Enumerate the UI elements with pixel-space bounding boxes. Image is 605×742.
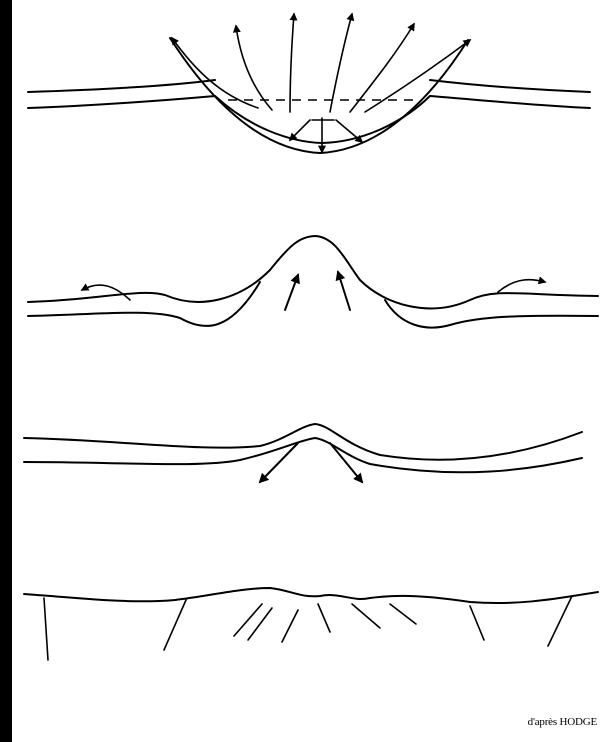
fault-line-5 [282, 610, 298, 642]
arrow-down-left [290, 120, 310, 140]
stage-1-upper-layer-right [430, 80, 590, 92]
arrow-outward-4 [330, 14, 352, 112]
stage-1-basin [28, 14, 590, 153]
arrow-outward-6 [365, 40, 470, 112]
fault-line-10 [548, 596, 572, 646]
arrow-outward-5 [350, 24, 414, 112]
fault-line-7 [352, 604, 380, 628]
fault-line-4 [248, 608, 272, 640]
fault-line-1 [44, 598, 48, 660]
stage-1-lower-layer-right [430, 96, 590, 108]
fault-line-9 [470, 606, 484, 640]
stage-2-dome [28, 236, 598, 328]
fault-line-6 [318, 604, 330, 632]
stage-1-arrows [172, 14, 470, 152]
fault-line-2 [164, 600, 186, 650]
fault-line-3 [234, 604, 262, 636]
fault-line-8 [390, 604, 416, 624]
stage-3-arch [24, 424, 582, 482]
stage-2-lower-right [385, 300, 598, 328]
source-credit: d'après HODGE [528, 716, 597, 728]
arrow-lateral-right [498, 280, 545, 292]
stage-2-lower-left [28, 282, 260, 326]
arrow-down-diverge-right [330, 443, 362, 482]
arrow-up-right [338, 272, 350, 310]
stage-1-upper-layer-left [28, 80, 215, 92]
stage-4-faulted [24, 588, 598, 660]
stage-1-lower-layer-left [28, 96, 215, 108]
arrow-up-left [285, 275, 298, 310]
arrow-outward-2 [236, 26, 272, 110]
arrow-outward-3 [290, 14, 294, 112]
stage-4-surface [24, 588, 598, 603]
arrow-down-right [336, 120, 362, 142]
stage-2-surface [28, 236, 598, 308]
